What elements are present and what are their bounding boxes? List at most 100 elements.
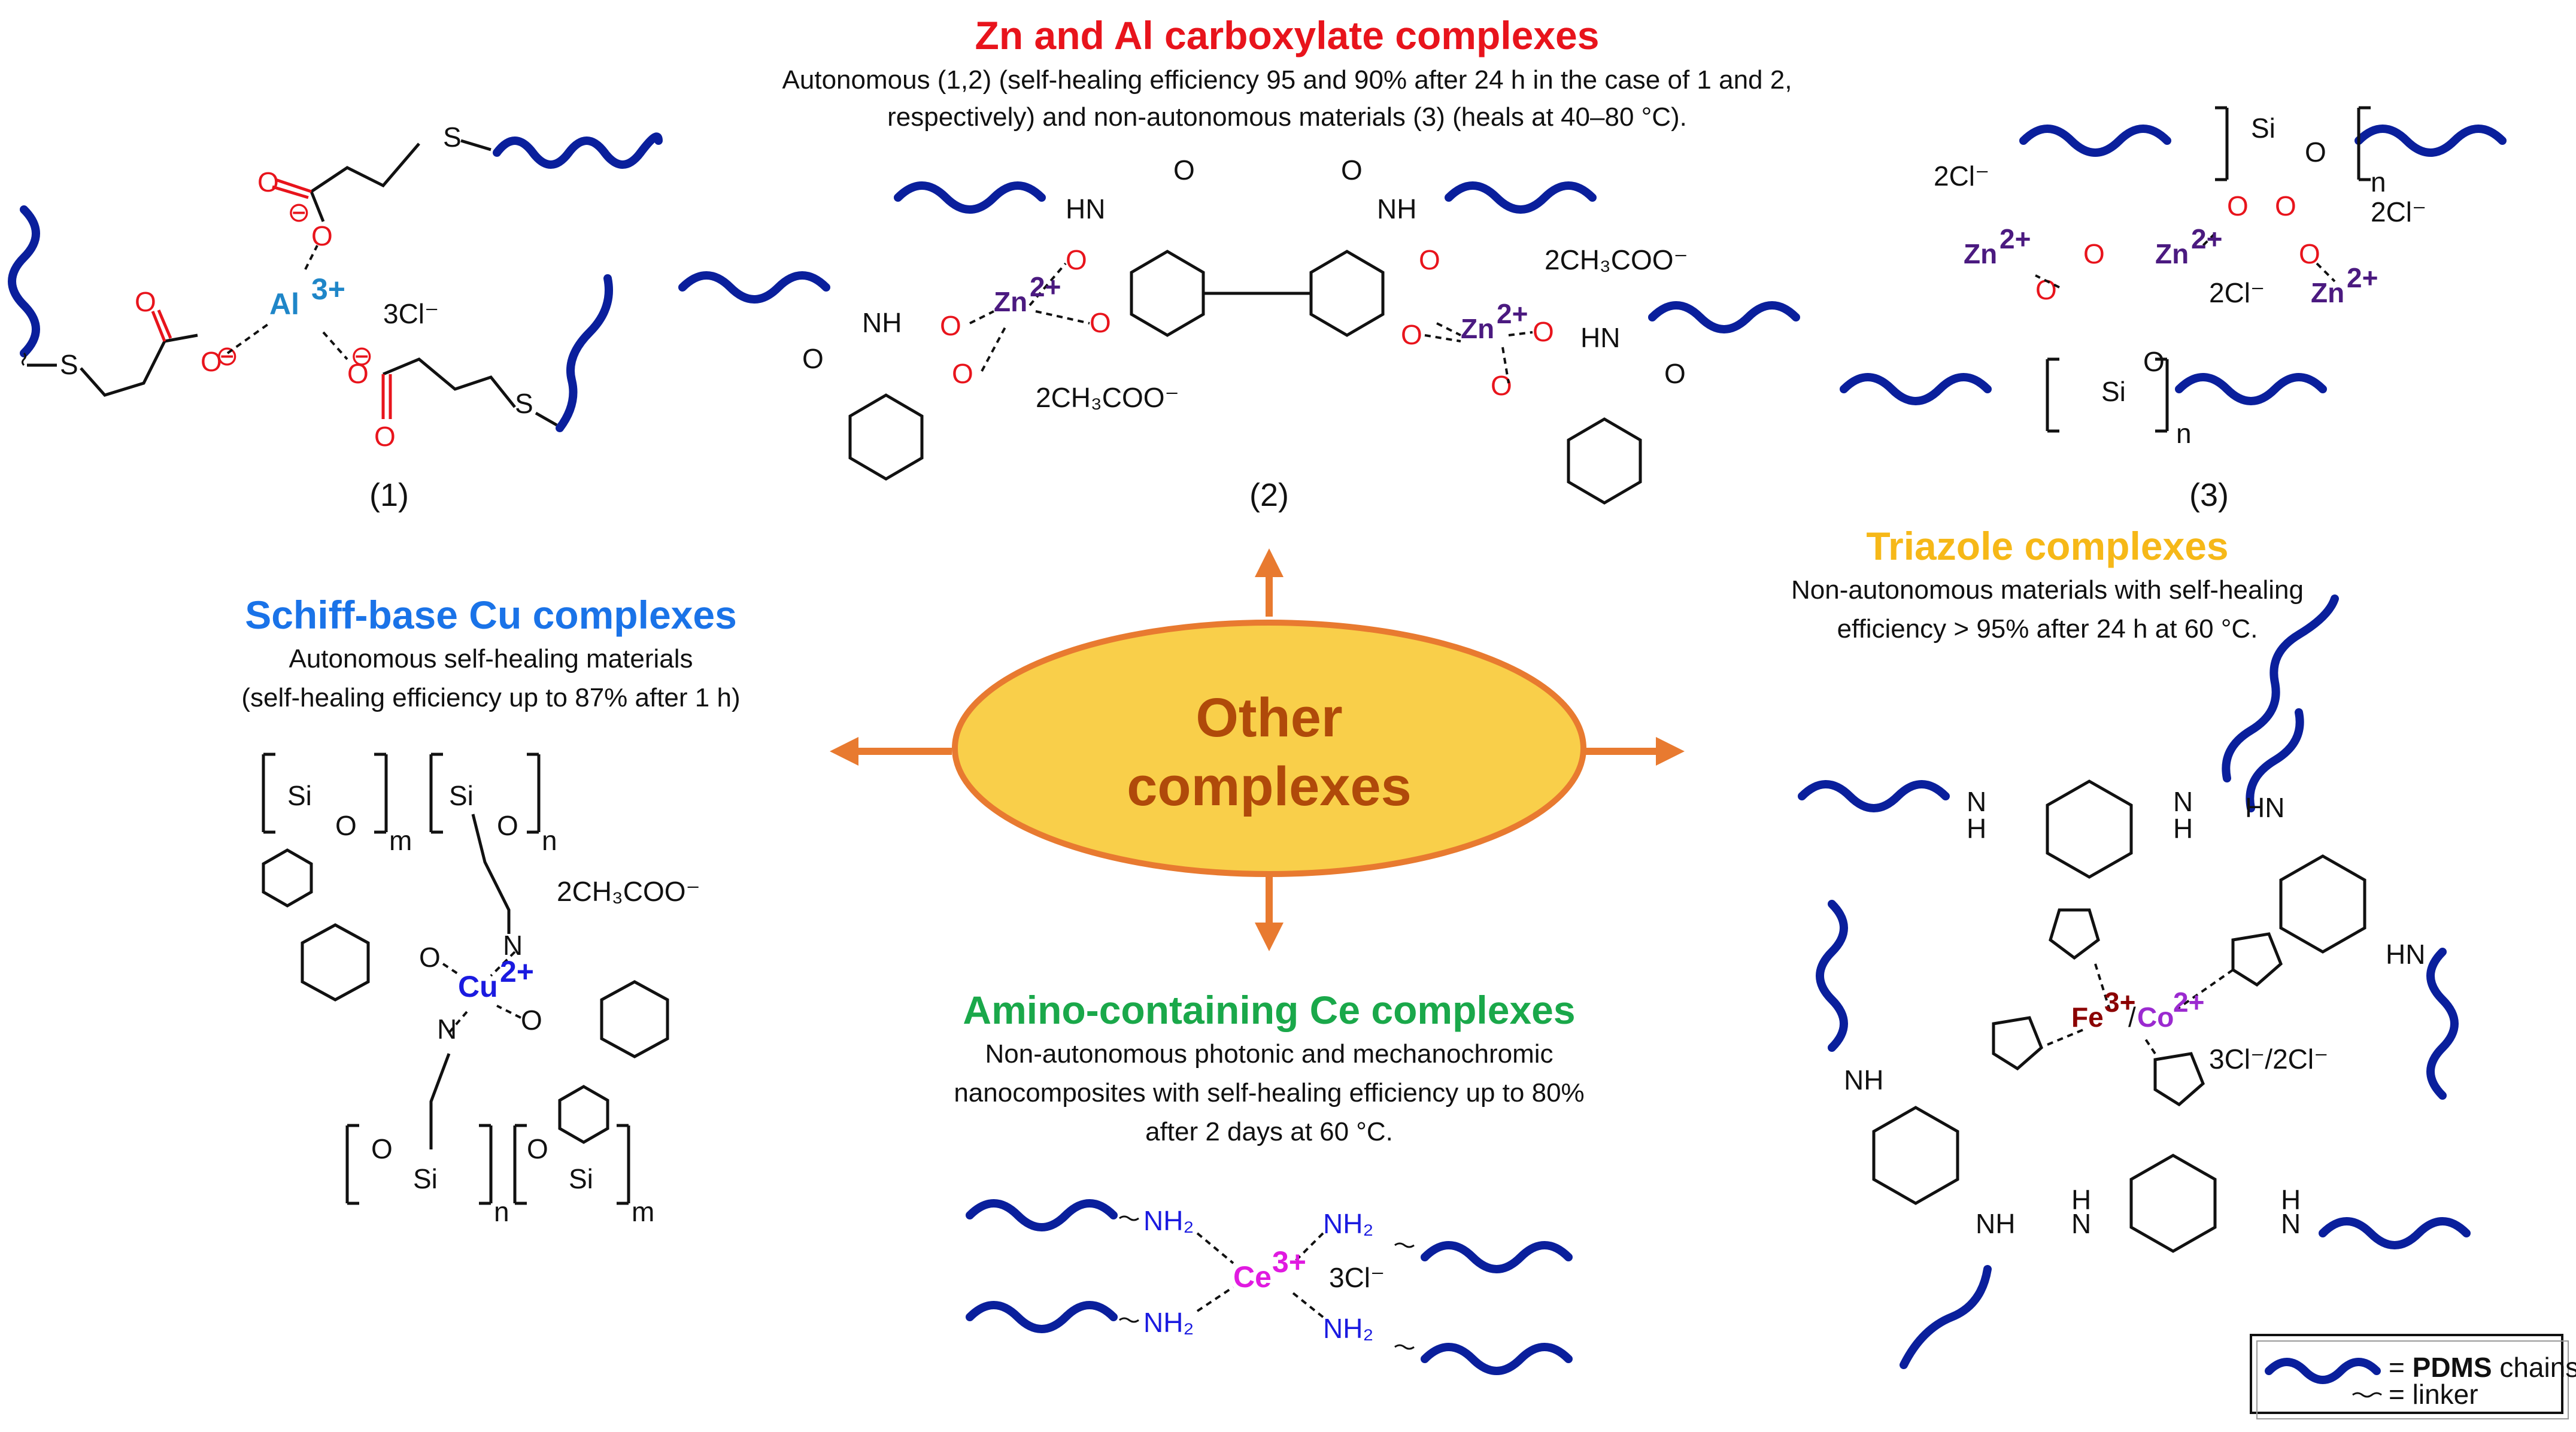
c3-zn-2: Zn xyxy=(2155,238,2189,269)
amino-title: Amino-containing Ce complexes xyxy=(963,988,1575,1032)
svg-text:O: O xyxy=(1066,244,1087,275)
compound-1-label: (1) xyxy=(369,477,409,513)
svg-text:/: / xyxy=(2128,1002,2136,1033)
svg-text:⊖: ⊖ xyxy=(287,196,311,227)
svg-text:Si: Si xyxy=(2251,113,2275,144)
svg-text:n: n xyxy=(2371,166,2386,198)
compound-1-structure: S O O ⊖ Al 3+ O O ⊖ S O ⊖ O S 3Cl⁻ xyxy=(8,122,663,452)
center-ellipse xyxy=(952,620,1586,877)
svg-text:O: O xyxy=(371,1133,393,1164)
legend: = PDMS chains = linker xyxy=(2250,1334,2576,1419)
svg-text:O: O xyxy=(2227,190,2249,222)
svg-text:N: N xyxy=(2071,1208,2091,1239)
svg-text:O: O xyxy=(802,343,824,374)
c3-counter-ion-b: 2Cl⁻ xyxy=(2371,196,2426,227)
svg-text:n: n xyxy=(494,1196,509,1227)
svg-text:O: O xyxy=(1090,307,1111,338)
co-metal: Co xyxy=(2137,1002,2174,1033)
c3-zn-1-charge: 2+ xyxy=(1999,223,2031,254)
c2-counter-ion-bottom: 2CH₃COO⁻ xyxy=(1036,382,1179,413)
legend-pdms-swatch xyxy=(2265,1358,2381,1384)
fe-metal: Fe xyxy=(2071,1002,2104,1033)
svg-text:HN: HN xyxy=(1066,193,1105,224)
cu-metal: Cu xyxy=(458,970,498,1003)
svg-text:m: m xyxy=(632,1196,654,1227)
svg-text:NH₂: NH₂ xyxy=(1323,1313,1373,1344)
svg-text:Si: Si xyxy=(2101,376,2126,407)
legend-pdms-suffix: chains xyxy=(2492,1352,2576,1383)
svg-text:O: O xyxy=(497,810,518,841)
c2-zn-left-charge: 2+ xyxy=(1030,271,1061,302)
center-hub: Other complexes xyxy=(830,548,1685,951)
svg-text:O: O xyxy=(527,1133,548,1164)
co-charge: 2+ xyxy=(2173,987,2204,1018)
amino-desc-line2: nanocomposites with self-healing efficie… xyxy=(954,1078,1584,1108)
svg-text:O: O xyxy=(311,220,333,251)
amino-desc-line1: Non-autonomous photonic and mechanochrom… xyxy=(985,1039,1553,1069)
ce-complex-structure: NH₂ NH₂ NH₂ NH₂ Ce 3+ 3Cl⁻ xyxy=(966,1199,1573,1375)
ce-metal: Ce xyxy=(1233,1260,1272,1294)
svg-text:O: O xyxy=(1533,316,1554,347)
svg-text:N: N xyxy=(2173,786,2193,817)
svg-text:HN: HN xyxy=(1580,322,1620,353)
svg-text:NH: NH xyxy=(1976,1208,2015,1239)
svg-text:NH: NH xyxy=(1844,1064,1883,1096)
triazole-title: Triazole complexes xyxy=(1866,524,2228,568)
svg-text:m: m xyxy=(389,825,412,856)
svg-text:NH₂: NH₂ xyxy=(1323,1208,1373,1239)
triazole-desc-line1: Non-autonomous materials with self-heali… xyxy=(1791,575,2304,605)
svg-text:O: O xyxy=(374,421,396,452)
svg-text:O: O xyxy=(2035,274,2057,305)
center-line2: complexes xyxy=(1127,756,1412,817)
zn-al-title: Zn and Al carboxylate complexes xyxy=(975,13,1600,57)
svg-text:O: O xyxy=(2143,346,2165,377)
schiff-desc-line2: (self-healing efficiency up to 87% after… xyxy=(241,683,740,712)
cu-charge: 2+ xyxy=(500,955,534,988)
svg-text:= PDMS chains: = PDMS chains xyxy=(2389,1352,2576,1383)
fe-charge: 3+ xyxy=(2104,987,2135,1018)
svg-text:HN: HN xyxy=(2386,939,2425,970)
c3-counter-ion-c: 2Cl⁻ xyxy=(2209,277,2265,308)
legend-linker: = linker xyxy=(2389,1379,2478,1410)
svg-text:O: O xyxy=(2305,136,2326,168)
c3-zn-3-charge: 2+ xyxy=(2347,262,2378,293)
svg-text:O: O xyxy=(940,310,961,341)
zn-al-desc-line1: Autonomous (1,2) (self-healing efficienc… xyxy=(782,65,1792,95)
ce-charge: 3+ xyxy=(1272,1245,1306,1279)
al-charge: 3+ xyxy=(311,272,345,306)
svg-text:O: O xyxy=(2275,190,2296,222)
svg-text:NH: NH xyxy=(862,307,902,338)
svg-text:NH: NH xyxy=(1377,193,1416,224)
svg-text:Si: Si xyxy=(569,1163,593,1194)
svg-text:⊖: ⊖ xyxy=(216,340,239,371)
c3-zn-2-charge: 2+ xyxy=(2191,223,2222,254)
center-line1: Other xyxy=(1196,687,1342,748)
c3-zn-3: Zn xyxy=(2311,277,2344,308)
ce-counter-ion: 3Cl⁻ xyxy=(1329,1262,1385,1293)
svg-text:O: O xyxy=(347,358,369,389)
svg-text:H: H xyxy=(2071,1184,2091,1215)
svg-text:O: O xyxy=(1664,358,1686,389)
c2-zn-left: Zn xyxy=(994,286,1027,317)
triazole-desc-line2: efficiency > 95% after 24 h at 60 °C. xyxy=(1837,614,2258,644)
schiff-desc-line1: Autonomous self-healing materials xyxy=(289,644,693,673)
compound-3-label: (3) xyxy=(2189,477,2229,513)
svg-text:N: N xyxy=(1967,786,1986,817)
schiff-title: Schiff-base Cu complexes xyxy=(245,593,737,637)
svg-text:O: O xyxy=(257,166,279,198)
compound-2-structure: HN NH O O NH HN O O O O O O O O O O Zn 2… xyxy=(678,154,1800,505)
compound-2-label: (2) xyxy=(1249,477,1289,513)
svg-text:HN: HN xyxy=(2245,792,2284,823)
cu-counter-ion: 2CH₃COO⁻ xyxy=(557,876,700,907)
svg-text:O: O xyxy=(521,1005,542,1036)
svg-text:O: O xyxy=(135,286,156,317)
svg-text:⊖: ⊖ xyxy=(350,340,374,371)
triazole-complex-structure: N H N H HN HN NH NH N H N H Fe 3+ / Co 2… xyxy=(1798,594,2471,1369)
svg-text:Si: Si xyxy=(287,780,312,811)
svg-text:N: N xyxy=(503,930,523,961)
triazole-counter-ion: 3Cl⁻/2Cl⁻ xyxy=(2209,1043,2328,1075)
zn-al-desc-line2: respectively) and non-autonomous materia… xyxy=(887,102,1687,132)
c1-counter-ion: 3Cl⁻ xyxy=(383,298,439,329)
